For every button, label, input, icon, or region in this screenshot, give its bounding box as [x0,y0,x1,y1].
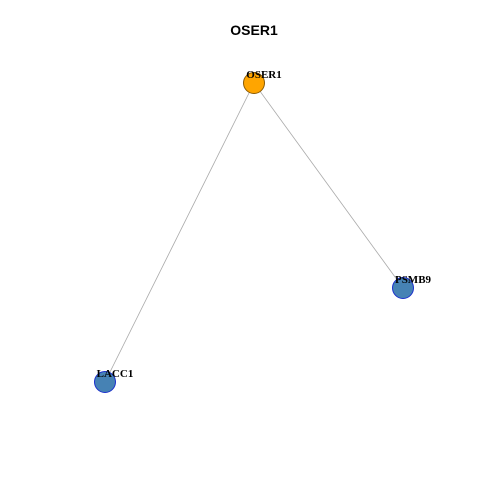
edge-oser1-lacc1 [104,82,255,383]
node-circle-psmb9 [392,277,414,299]
node-lacc1: LACC1 [94,368,134,393]
node-circle-lacc1 [94,371,116,393]
edge-oser1-psmb9 [253,82,404,289]
node-label-oser1: OSER1 [246,69,281,81]
node-oser1: OSER1 [243,69,282,94]
node-label-lacc1: LACC1 [97,368,134,380]
node-circle-oser1 [243,72,265,94]
graph-title: OSER1 [230,22,278,38]
node-psmb9: PSMB9 [392,274,432,299]
edges-layer [104,82,404,383]
node-label-psmb9: PSMB9 [395,274,432,286]
